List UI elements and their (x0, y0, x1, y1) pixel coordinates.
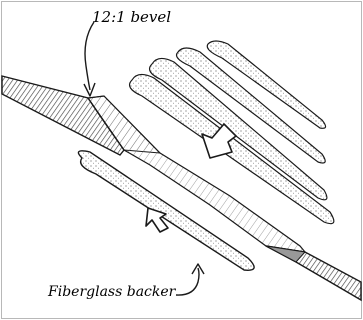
bevel-label: 12:1 bevel (92, 10, 171, 25)
backer-leader-line (176, 268, 199, 295)
bevel-leader-line (85, 22, 94, 90)
backer-label: Fiberglass backer (48, 285, 175, 299)
